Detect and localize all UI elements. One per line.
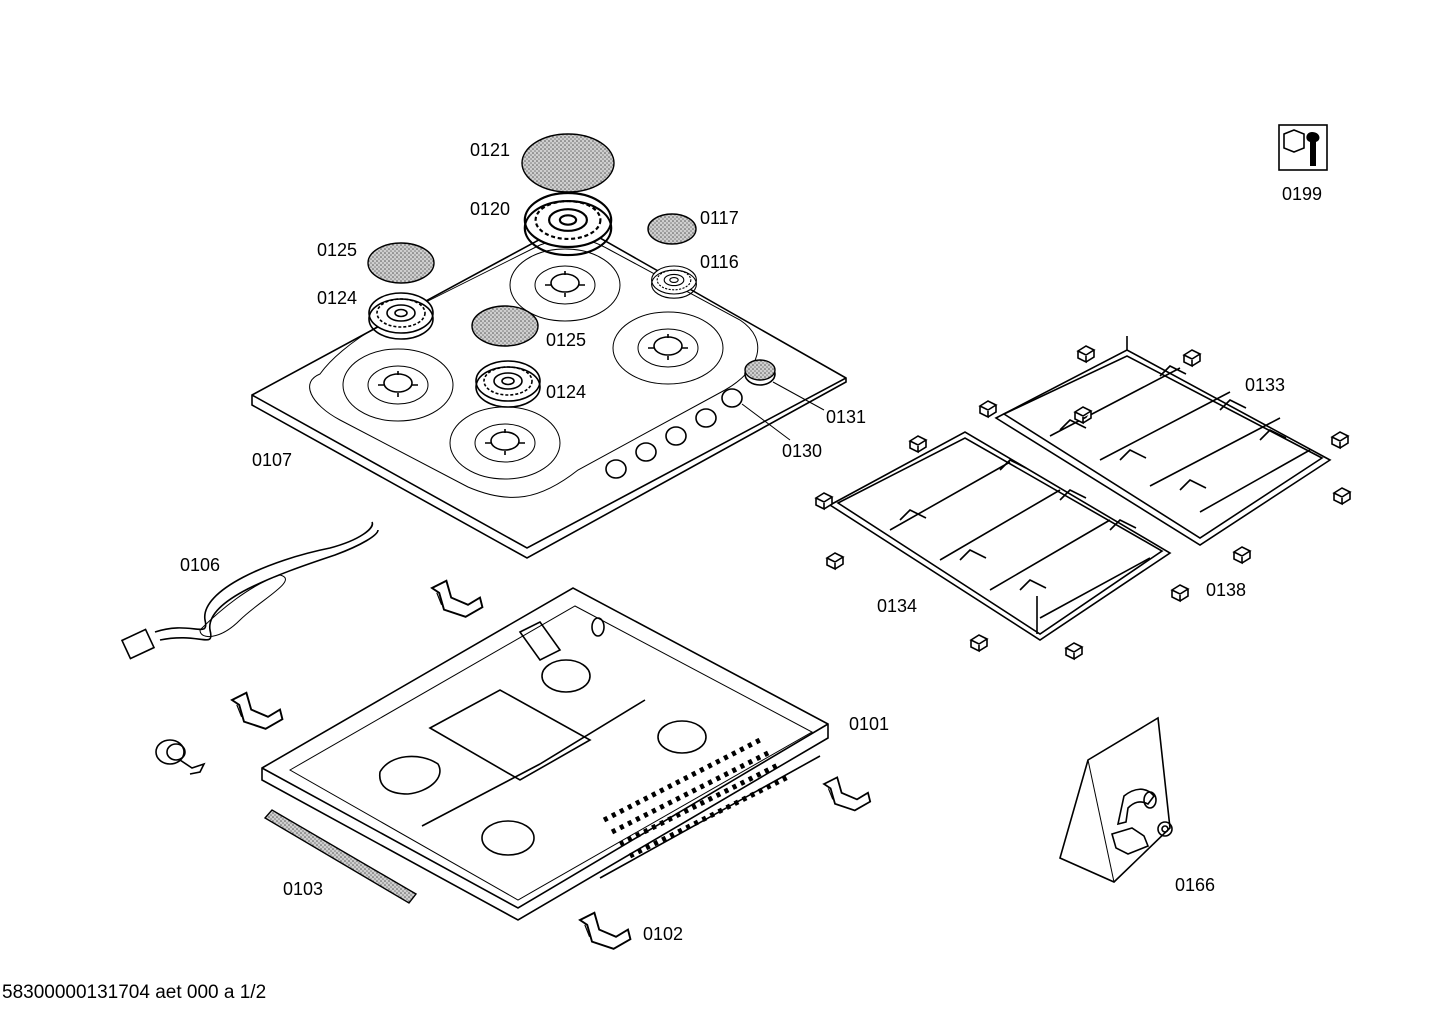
label-0124-top[interactable]: 0124	[317, 288, 357, 308]
burner-cap-small	[647, 213, 697, 245]
label-0125-top[interactable]: 0125	[317, 240, 357, 260]
knob-ports	[605, 388, 743, 479]
gas-valve	[155, 739, 206, 775]
clip-right	[823, 776, 872, 812]
label-0130[interactable]: 0130	[782, 441, 822, 461]
label-0107[interactable]: 0107	[252, 450, 292, 470]
base-tray	[261, 587, 829, 921]
clip-top	[431, 579, 484, 618]
label-0134[interactable]: 0134	[877, 596, 917, 616]
burner-cap-medium-left	[367, 242, 435, 284]
seal-strip	[263, 809, 418, 904]
document-footer-code: 58300000131704 aet 000 a 1/2	[2, 982, 266, 1003]
label-0131[interactable]: 0131	[826, 407, 866, 427]
label-0166[interactable]: 0166	[1175, 875, 1215, 895]
clip-left	[231, 691, 284, 730]
label-0121[interactable]: 0121	[470, 140, 510, 160]
accessory-bag	[1059, 716, 1173, 883]
clip-bottom	[579, 911, 632, 950]
pan-support-right	[994, 336, 1332, 546]
service-tool-icon	[1278, 124, 1328, 171]
label-0106[interactable]: 0106	[180, 555, 220, 575]
label-0103[interactable]: 0103	[283, 879, 323, 899]
label-0120[interactable]: 0120	[470, 199, 510, 219]
power-cable	[120, 521, 379, 660]
label-0102[interactable]: 0102	[643, 924, 683, 944]
burner-cap-medium-center	[471, 305, 539, 347]
label-0138[interactable]: 0138	[1206, 580, 1246, 600]
label-0124-center[interactable]: 0124	[546, 382, 586, 402]
label-0133[interactable]: 0133	[1245, 375, 1285, 395]
pan-support-left	[828, 431, 1172, 641]
label-0125-center[interactable]: 0125	[546, 330, 586, 350]
burner-cap-large	[521, 133, 615, 193]
label-0117[interactable]: 0117	[700, 208, 739, 228]
label-0199[interactable]: 0199	[1282, 184, 1322, 204]
label-0101[interactable]: 0101	[849, 714, 889, 734]
label-0116[interactable]: 0116	[700, 252, 739, 272]
